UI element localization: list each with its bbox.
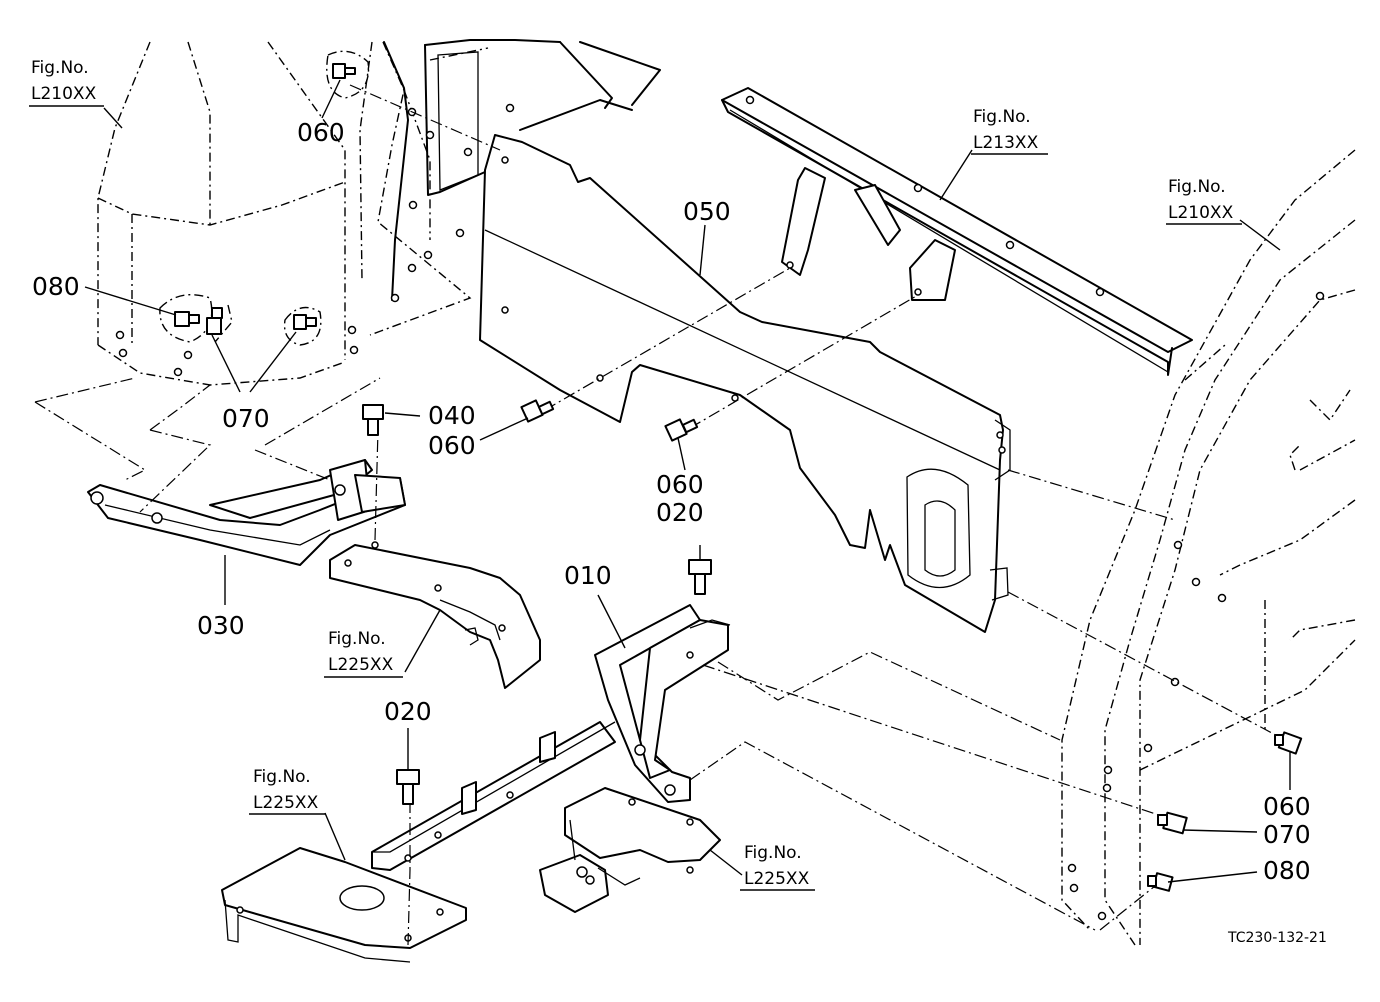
bolt-080-right-icon: [1147, 872, 1174, 892]
bolt-040-icon: [362, 404, 384, 436]
part-030-crossmember: [87, 459, 406, 566]
part-050-plate: [479, 134, 1011, 633]
figure-ref-l225xx-middle: Fig.No. L225XX: [324, 629, 403, 678]
bolt-080-left-icon: [159, 294, 213, 343]
leader-lines: [84, 79, 1291, 883]
part-label-010: 010: [564, 561, 612, 590]
part-label-070-right: 070: [1263, 820, 1311, 849]
part-010-crossmember: [371, 604, 731, 871]
part-label-080-left: 080: [32, 272, 80, 301]
center-left-panel: [383, 39, 661, 303]
bolt-070-left-icon: [206, 304, 233, 343]
figure-ref-l213xx: Fig.No. L213XX: [971, 107, 1048, 155]
right-frame-phantom: [1061, 149, 1356, 946]
fig-ref-prefix: Fig.No.: [1168, 177, 1226, 197]
part-label-020-bottom: 020: [384, 697, 432, 726]
l225xx-base-plate: [221, 847, 467, 963]
part-number-labels: 060 080 070 040 060 050 060 020 030 010 …: [32, 118, 1311, 885]
part-label-050: 050: [683, 197, 731, 226]
fig-ref-prefix: Fig.No.: [973, 107, 1031, 127]
fig-ref-code: L225XX: [328, 655, 394, 675]
fig-ref-code: L225XX: [253, 793, 319, 813]
fig-ref-prefix: Fig.No.: [328, 629, 386, 649]
bolt-020-bottom-icon: [396, 769, 420, 805]
l225xx-bracket-center: [539, 787, 721, 913]
part-label-070-left: 070: [222, 404, 270, 433]
bolt-070-mid-icon: [283, 306, 322, 346]
fig-ref-code: L225XX: [744, 869, 810, 889]
bolts: [159, 50, 1303, 892]
part-label-030: 030: [197, 611, 245, 640]
bolt-060-right-icon: [1274, 731, 1303, 755]
part-label-060-mid1: 060: [428, 431, 476, 460]
bolt-060-mid2-icon: [664, 418, 699, 442]
left-frame-holes: [115, 325, 359, 377]
figure-ref-l210xx-right: Fig.No. L210XX: [1166, 177, 1242, 225]
part-label-060-top: 060: [297, 118, 345, 147]
fig-ref-prefix: Fig.No.: [31, 58, 89, 78]
part-label-060-mid2: 060: [656, 470, 704, 499]
part-label-040: 040: [428, 401, 476, 430]
drawing-code: TC230-132-21: [1227, 930, 1327, 946]
bolt-060-top-icon: [326, 50, 370, 99]
fig-ref-code: L213XX: [973, 133, 1039, 153]
figure-ref-l225xx-bottom-left: Fig.No. L225XX: [249, 767, 326, 815]
part-label-080-right: 080: [1263, 856, 1311, 885]
fig-ref-prefix: Fig.No.: [744, 843, 802, 863]
part-label-060-right: 060: [1263, 792, 1311, 821]
bolt-070-right-icon: [1157, 811, 1188, 835]
left-frame-phantom: [97, 41, 489, 386]
l225xx-bracket-middle: [329, 544, 541, 689]
fig-ref-prefix: Fig.No.: [253, 767, 311, 787]
bolt-060-mid1-icon: [520, 399, 555, 423]
l213xx-frame-bar: [721, 87, 1193, 376]
part-label-020-mid: 020: [656, 498, 704, 527]
figure-ref-l225xx-bottom-center: Fig.No. L225XX: [740, 843, 815, 891]
fig-ref-code: L210XX: [31, 84, 97, 104]
fig-ref-code: L210XX: [1168, 203, 1234, 223]
figure-ref-l210xx-left: Fig.No. L210XX: [29, 58, 104, 107]
bolt-020-mid-icon: [688, 559, 712, 595]
